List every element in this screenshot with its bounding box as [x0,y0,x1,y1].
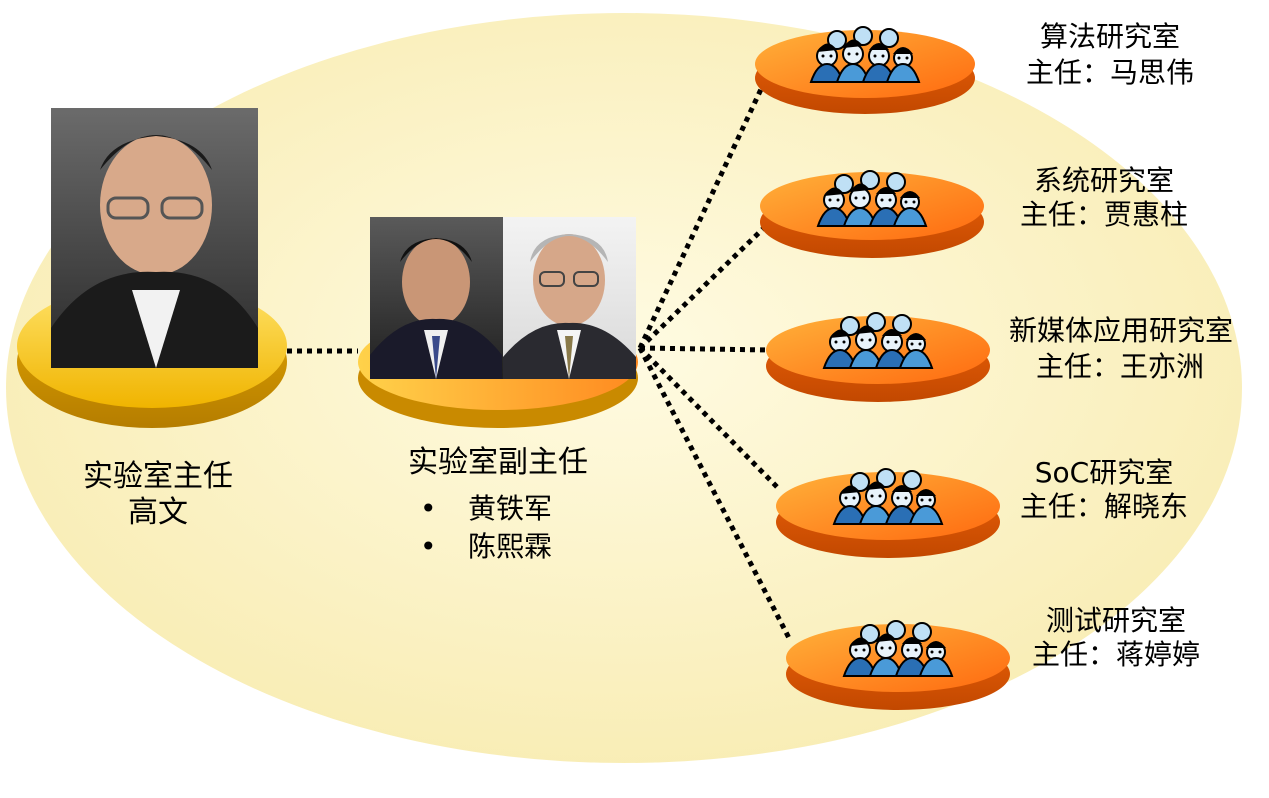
dept-name-2: 系统研究室 [1033,164,1174,197]
dept-head-4: 主任：解晓东 [1019,490,1188,523]
connector-to-dept-5 [637,346,793,642]
connector-to-dept-4 [638,346,782,492]
dept-node-3 [766,312,990,402]
deputy-node [358,217,638,428]
deputy-photo-1 [370,217,503,379]
dept-node-4 [776,468,1000,558]
bullet-icon: • [420,530,437,563]
dept-name-5: 测试研究室 [1045,604,1186,637]
dept-head-5: 主任：蒋婷婷 [1031,638,1200,671]
bullet-icon: • [420,492,437,525]
dept-node-2 [760,170,984,258]
dept-name-3: 新媒体应用研究室 [1008,314,1233,347]
director-photo [51,108,258,368]
deputy-title: 实验室副主任 [408,445,588,480]
dept-head-2: 主任：贾惠柱 [1019,198,1188,231]
director-title: 实验室主任 [83,459,233,494]
deputy-list-item: • 陈熙霖 [420,530,552,564]
dept-node-1 [755,26,975,114]
deputy-photo-2 [503,217,636,379]
connector-lines [287,68,793,642]
connector-to-dept-2 [638,220,772,350]
director-name: 高文 [128,495,188,530]
deputy-list-item: • 黄铁军 [420,492,552,526]
dept-name-4: SoC研究室 [1034,456,1174,489]
dept-node-5 [786,620,1010,710]
deputy-name-2: 陈熙霖 [468,530,553,563]
dept-head-3: 主任：王亦洲 [1035,350,1204,383]
connector-to-dept-1 [637,68,773,350]
deputy-name-1: 黄铁军 [468,492,553,525]
dept-head-1: 主任：马思伟 [1025,56,1194,89]
dept-name-1: 算法研究室 [1039,20,1180,53]
director-node [17,108,287,428]
connector-to-dept-3 [639,345,771,353]
